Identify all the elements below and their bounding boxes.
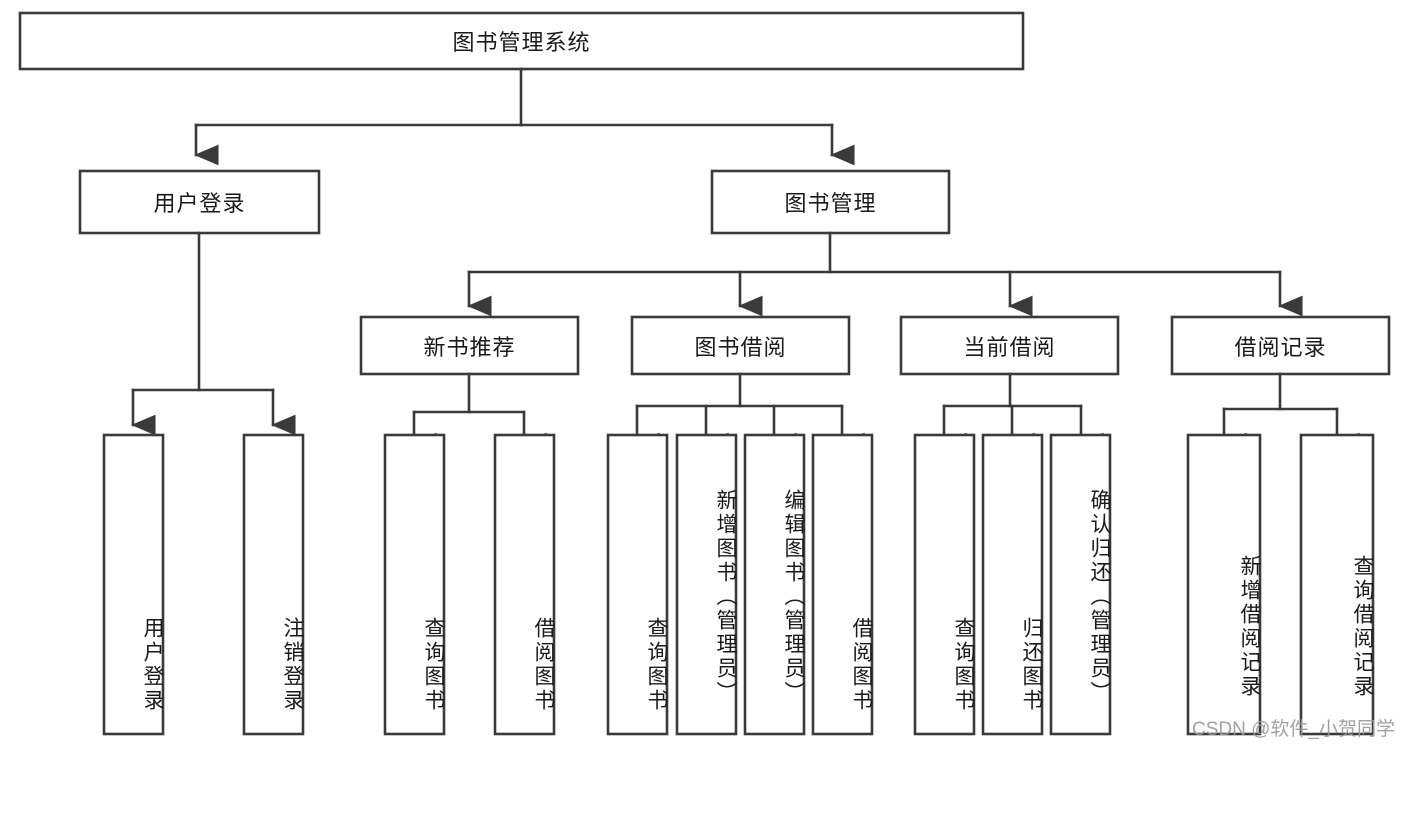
- leaf-box-book-borrow-2[interactable]: [675, 433, 738, 736]
- node-book-borrow-box[interactable]: [630, 315, 851, 376]
- leaf-box-new-book-1[interactable]: [383, 433, 446, 736]
- node-new-book-box[interactable]: [359, 315, 580, 376]
- system-structure-diagram: [18, 11, 1391, 736]
- leaf-box-book-borrow-1[interactable]: [606, 433, 669, 736]
- leaf-box-book-borrow-4[interactable]: [811, 433, 874, 736]
- leaf-box-borrow-record-1[interactable]: [1186, 433, 1262, 736]
- leaf-box-current-borrow-1[interactable]: [913, 433, 976, 736]
- node-book-manage-box[interactable]: [710, 169, 951, 235]
- node-borrow-record-box[interactable]: [1170, 315, 1391, 376]
- node-root-box[interactable]: [18, 11, 1025, 71]
- leaf-box-current-borrow-2[interactable]: [981, 433, 1044, 736]
- leaf-box-book-borrow-3[interactable]: [743, 433, 806, 736]
- leaf-box-user-login-1[interactable]: [102, 433, 165, 736]
- node-user-login-box[interactable]: [78, 169, 321, 235]
- leaf-box-user-login-2[interactable]: [242, 433, 305, 736]
- node-current-borrow-box[interactable]: [899, 315, 1120, 376]
- leaf-box-borrow-record-2[interactable]: [1299, 433, 1375, 736]
- leaf-box-new-book-2[interactable]: [493, 433, 556, 736]
- diagram-canvas-root: 图书管理系统 用户登录 图书管理 新书推荐 图书借阅 当前借阅 借阅记录 用户登…: [18, 11, 1395, 740]
- leaf-box-current-borrow-3[interactable]: [1049, 433, 1112, 736]
